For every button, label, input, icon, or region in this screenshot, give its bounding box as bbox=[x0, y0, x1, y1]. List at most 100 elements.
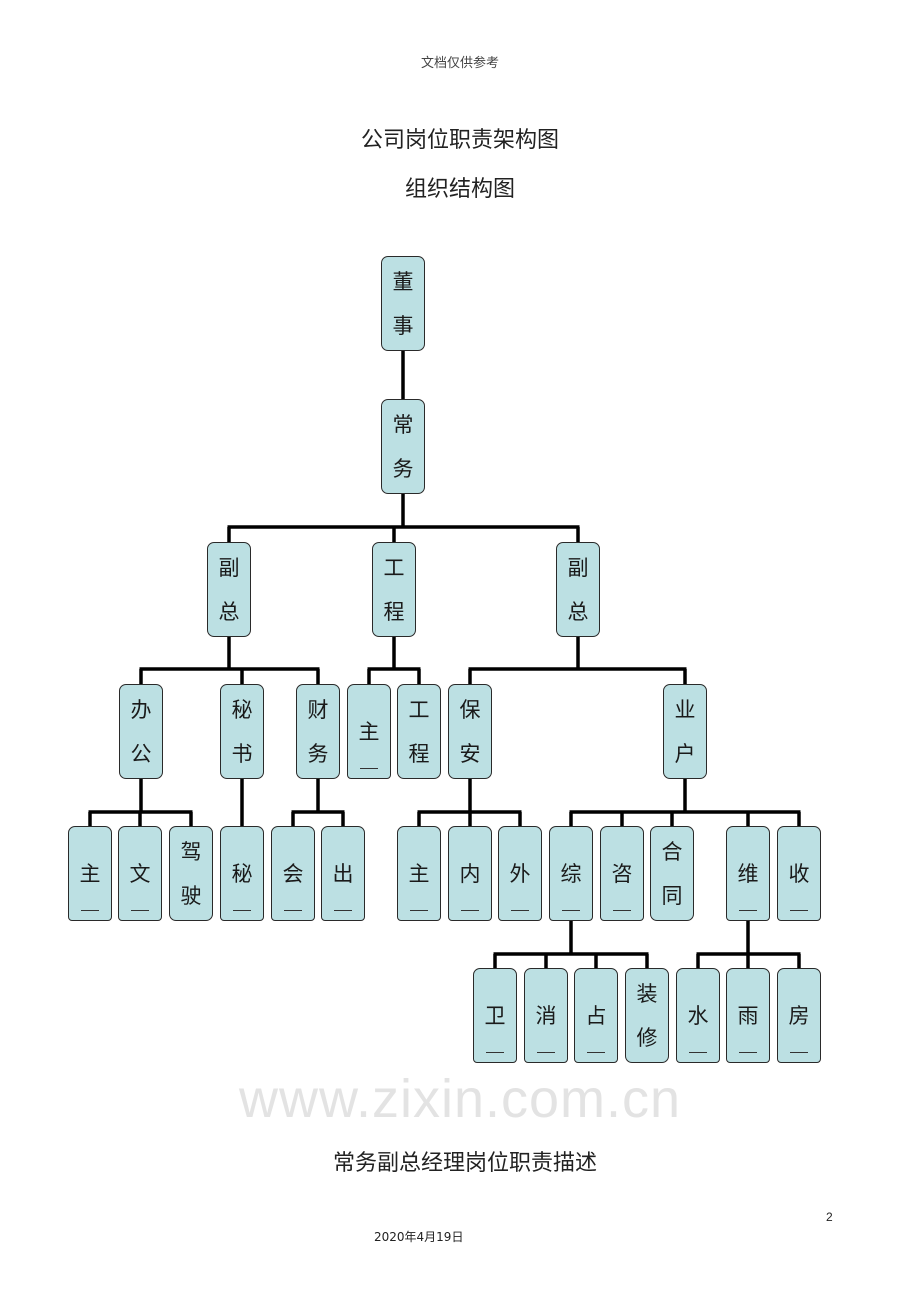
org-node-label: 雨 bbox=[737, 1004, 759, 1028]
org-node-label: 修 bbox=[636, 1026, 658, 1050]
org-node-label: 卫 bbox=[484, 1004, 506, 1028]
org-node: 消 bbox=[524, 968, 568, 1063]
org-node: 主 bbox=[347, 684, 391, 779]
org-node-clipped-glyph bbox=[587, 1052, 605, 1053]
org-node-clipped-glyph bbox=[790, 910, 808, 911]
org-node-label: 驾 bbox=[180, 840, 202, 864]
org-node: 秘 bbox=[220, 826, 264, 921]
page-number: 2 bbox=[826, 1210, 833, 1224]
org-node-label: 公 bbox=[130, 742, 152, 766]
org-node-label: 同 bbox=[661, 884, 683, 908]
org-node-label: 维 bbox=[737, 862, 759, 886]
org-node: 副总 bbox=[556, 542, 600, 637]
org-node-label: 事 bbox=[392, 314, 414, 338]
org-node-clipped-glyph bbox=[739, 910, 757, 911]
org-node-clipped-glyph bbox=[537, 1052, 555, 1053]
org-node: 装修 bbox=[625, 968, 669, 1063]
org-node-label: 财 bbox=[307, 698, 329, 722]
footer-date: 2020年4月19日 bbox=[374, 1230, 464, 1244]
org-node-label: 常 bbox=[392, 413, 414, 437]
page-title: 公司岗位职责架构图 bbox=[360, 128, 559, 153]
org-node-label: 主 bbox=[79, 862, 101, 886]
org-node-label: 房 bbox=[788, 1004, 810, 1028]
org-node: 工程 bbox=[372, 542, 416, 637]
org-node-label: 外 bbox=[509, 862, 531, 886]
org-node-label: 秘 bbox=[231, 862, 253, 886]
org-node: 常务 bbox=[381, 399, 425, 494]
org-node-clipped-glyph bbox=[360, 768, 378, 769]
org-node-clipped-glyph bbox=[410, 910, 428, 911]
org-node-label: 业 bbox=[674, 698, 696, 722]
org-node-label: 占 bbox=[585, 1004, 607, 1028]
org-node-label: 办 bbox=[130, 698, 152, 722]
org-node: 业户 bbox=[663, 684, 707, 779]
org-node: 文 bbox=[118, 826, 162, 921]
org-node-label: 装 bbox=[636, 982, 658, 1006]
org-node-label: 会 bbox=[282, 862, 304, 886]
org-node: 房 bbox=[777, 968, 821, 1063]
header-note: 文档仅供参考 bbox=[420, 56, 499, 71]
org-node: 财务 bbox=[296, 684, 340, 779]
org-node: 咨 bbox=[600, 826, 644, 921]
org-node-clipped-glyph bbox=[511, 910, 529, 911]
org-node: 工程 bbox=[397, 684, 441, 779]
org-node: 水 bbox=[676, 968, 720, 1063]
org-node-label: 总 bbox=[218, 600, 240, 624]
org-node-clipped-glyph bbox=[486, 1052, 504, 1053]
org-node-label: 出 bbox=[332, 862, 354, 886]
org-node-label: 安 bbox=[459, 742, 481, 766]
org-node: 驾驶 bbox=[169, 826, 213, 921]
org-node-label: 秘 bbox=[231, 698, 253, 722]
org-node: 董事 bbox=[381, 256, 425, 351]
org-node-clipped-glyph bbox=[461, 910, 479, 911]
org-node-label: 董 bbox=[392, 270, 414, 294]
org-node: 收 bbox=[777, 826, 821, 921]
org-node-label: 消 bbox=[535, 1004, 557, 1028]
org-node: 卫 bbox=[473, 968, 517, 1063]
page-subtitle: 组织结构图 bbox=[404, 177, 515, 202]
org-node: 占 bbox=[574, 968, 618, 1063]
org-node-label: 收 bbox=[788, 862, 810, 886]
org-node-clipped-glyph bbox=[689, 1052, 707, 1053]
org-node-clipped-glyph bbox=[233, 910, 251, 911]
org-node: 秘书 bbox=[220, 684, 264, 779]
org-node-label: 水 bbox=[687, 1004, 709, 1028]
org-node: 外 bbox=[498, 826, 542, 921]
org-node: 保安 bbox=[448, 684, 492, 779]
org-node-label: 副 bbox=[567, 556, 589, 580]
org-node-label: 务 bbox=[392, 457, 414, 481]
org-node: 办公 bbox=[119, 684, 163, 779]
org-node-label: 保 bbox=[459, 698, 481, 722]
org-node: 维 bbox=[726, 826, 770, 921]
org-node-clipped-glyph bbox=[81, 910, 99, 911]
org-node: 主 bbox=[68, 826, 112, 921]
org-node-label: 合 bbox=[661, 840, 683, 864]
org-node-label: 工 bbox=[383, 556, 405, 580]
org-node-label: 驶 bbox=[180, 884, 202, 908]
org-node: 副总 bbox=[207, 542, 251, 637]
org-node-label: 文 bbox=[129, 862, 151, 886]
org-node-clipped-glyph bbox=[739, 1052, 757, 1053]
org-node: 雨 bbox=[726, 968, 770, 1063]
org-node-label: 内 bbox=[459, 862, 481, 886]
section-title: 常务副总经理岗位职责描述 bbox=[332, 1151, 597, 1176]
org-node: 合同 bbox=[650, 826, 694, 921]
org-node-label: 户 bbox=[674, 742, 696, 766]
org-node-label: 工 bbox=[408, 698, 430, 722]
watermark: www.zixin.com.cn bbox=[238, 1069, 682, 1129]
org-node-label: 程 bbox=[383, 600, 405, 624]
org-node: 会 bbox=[271, 826, 315, 921]
org-node-label: 程 bbox=[408, 742, 430, 766]
org-node-clipped-glyph bbox=[284, 910, 302, 911]
org-node: 内 bbox=[448, 826, 492, 921]
org-node-label: 总 bbox=[567, 600, 589, 624]
org-node: 出 bbox=[321, 826, 365, 921]
org-node-label: 务 bbox=[307, 742, 329, 766]
org-node-label: 咨 bbox=[611, 862, 633, 886]
org-node-clipped-glyph bbox=[131, 910, 149, 911]
org-node-label: 主 bbox=[408, 862, 430, 886]
org-node-clipped-glyph bbox=[562, 910, 580, 911]
org-node-clipped-glyph bbox=[613, 910, 631, 911]
